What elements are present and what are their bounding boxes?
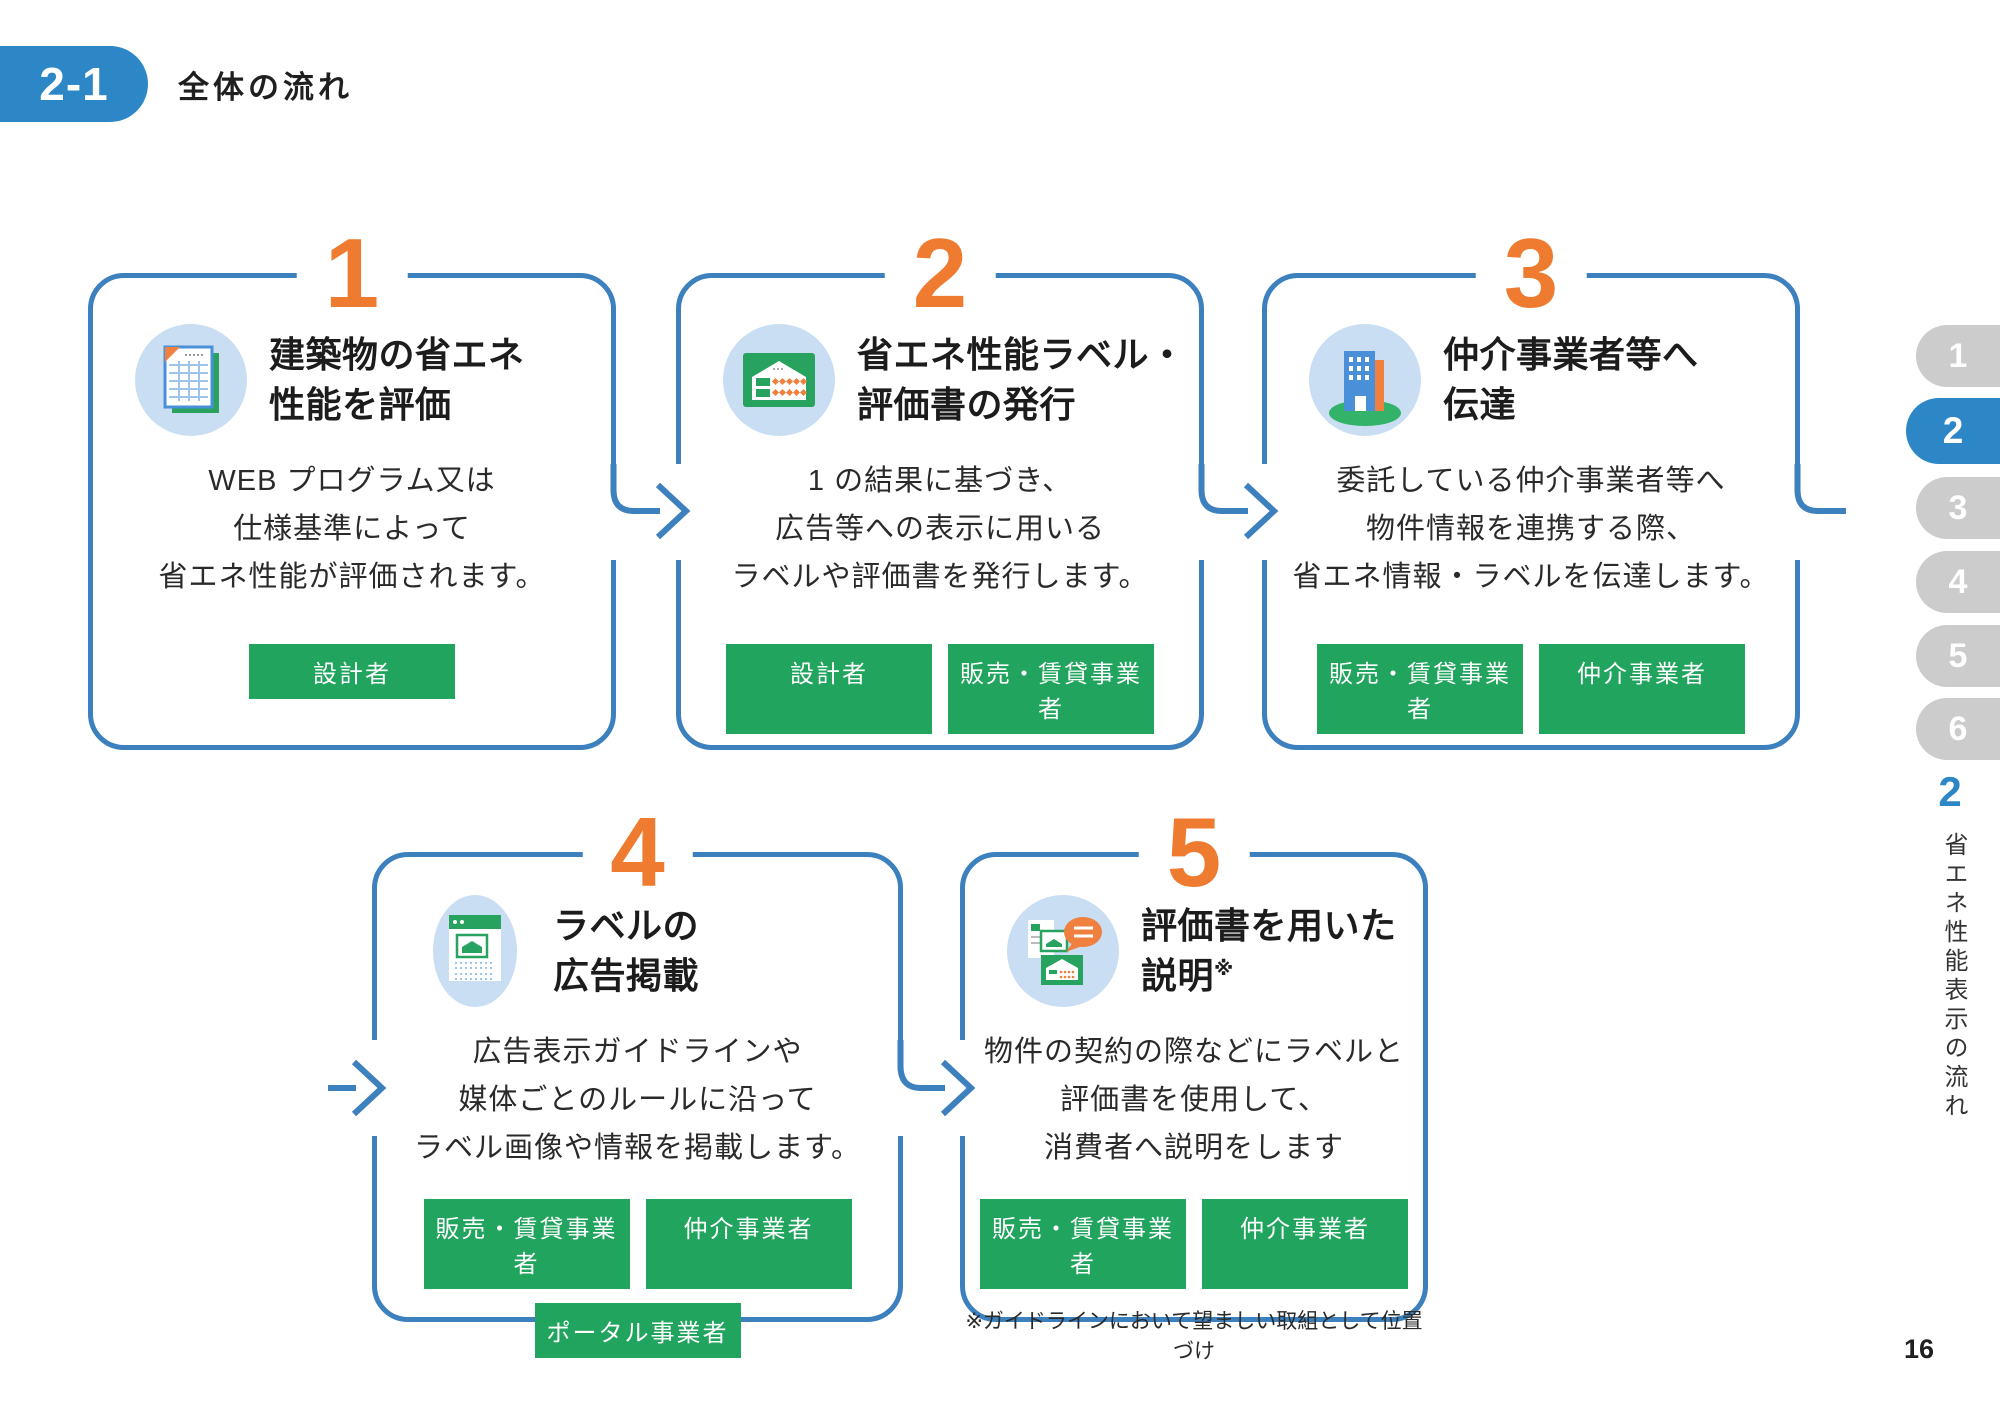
chapter-tab-4[interactable]: 4 bbox=[1916, 551, 2000, 613]
actor-tag: 仲介事業者 bbox=[1202, 1198, 1408, 1289]
page-number: 16 bbox=[1903, 1334, 1934, 1364]
page-title: 全体の流れ bbox=[178, 69, 353, 105]
step-description: 委託している仲介事業者等へ 物件情報を連携する際、 省エネ情報・ラベルを伝達しま… bbox=[1292, 465, 1770, 593]
chapter-number: 2 bbox=[1938, 768, 1962, 815]
energy-label-icon bbox=[723, 324, 835, 436]
footnote: ※ガイドラインにおいて望ましい取組として位置づけ bbox=[965, 1309, 1423, 1363]
step-description: 物件の契約の際などにラベルと 評価書を使用して、 消費者へ説明をします bbox=[983, 1036, 1404, 1164]
actor-tag: ポータル事業者 bbox=[534, 1302, 741, 1358]
explanation-documents-icon bbox=[1007, 895, 1119, 1007]
step-card-2: 2 bbox=[676, 224, 1204, 750]
step-number: 4 bbox=[582, 803, 693, 902]
step-title: ラベルの 広告掲載 bbox=[553, 905, 700, 996]
actor-tag: 販売・賃貸事業者 bbox=[1317, 643, 1523, 734]
step-title: 省エネ性能ラベル・ 評価書の発行 bbox=[857, 334, 1186, 425]
step-number: 1 bbox=[296, 224, 408, 323]
step-card-5: 5 bbox=[960, 803, 1428, 1363]
chapter-tab-5[interactable]: 5 bbox=[1916, 625, 2000, 687]
step-title: 評価書を用いた 説明※ bbox=[1141, 905, 1397, 996]
step-title: 建築物の省エネ 性能を評価 bbox=[269, 334, 525, 425]
step-number: 2 bbox=[884, 224, 996, 323]
actor-tag: 販売・賃貸事業者 bbox=[423, 1198, 630, 1289]
actor-tag: 設計者 bbox=[249, 643, 455, 699]
step-card-1: 1 建築物の bbox=[88, 224, 616, 750]
step-description: 広告表示ガイドラインや 媒体ごとのルールに沿って ラベル画像や情報を掲載します。 bbox=[413, 1036, 862, 1164]
document-checklist-icon bbox=[135, 324, 247, 436]
building-icon bbox=[1309, 324, 1421, 436]
ad-browser-icon bbox=[419, 895, 531, 1007]
section-number-badge: 2-1 bbox=[0, 46, 148, 122]
step-title: 仲介事業者等へ 伝達 bbox=[1443, 334, 1699, 425]
actor-tag: 販売・賃貸事業者 bbox=[980, 1198, 1186, 1289]
step-card-4: 4 ラベルの 広告掲載 bbox=[372, 803, 903, 1358]
actor-tag: 仲介事業者 bbox=[1539, 643, 1745, 734]
step-number: 5 bbox=[1138, 803, 1250, 902]
chapter-tab-3[interactable]: 3 bbox=[1916, 477, 2000, 539]
actor-tag: 仲介事業者 bbox=[645, 1198, 852, 1289]
chapter-tab-1[interactable]: 1 bbox=[1916, 325, 2000, 387]
chapter-tab-6[interactable]: 6 bbox=[1916, 698, 2000, 760]
actor-tag: 設計者 bbox=[726, 643, 932, 734]
step-card-3: 3 仲介事業者等へ 伝達 bbox=[1262, 224, 1800, 750]
step-description: 1 の結果に基づき、 広告等への表示に用いる ラベルや評価書を発行します。 bbox=[731, 465, 1149, 593]
step-description: WEB プログラム又は 仕様基準によって 省エネ性能が評価されます。 bbox=[158, 465, 546, 593]
actor-tag: 販売・賃貸事業者 bbox=[948, 643, 1154, 734]
chapter-title-vertical: 省エネ性能表示の流れ bbox=[1940, 832, 1967, 1122]
note-marker: ※ bbox=[1214, 958, 1234, 980]
step-number: 3 bbox=[1475, 224, 1587, 323]
chapter-tab-2[interactable]: 2 bbox=[1906, 398, 2000, 464]
